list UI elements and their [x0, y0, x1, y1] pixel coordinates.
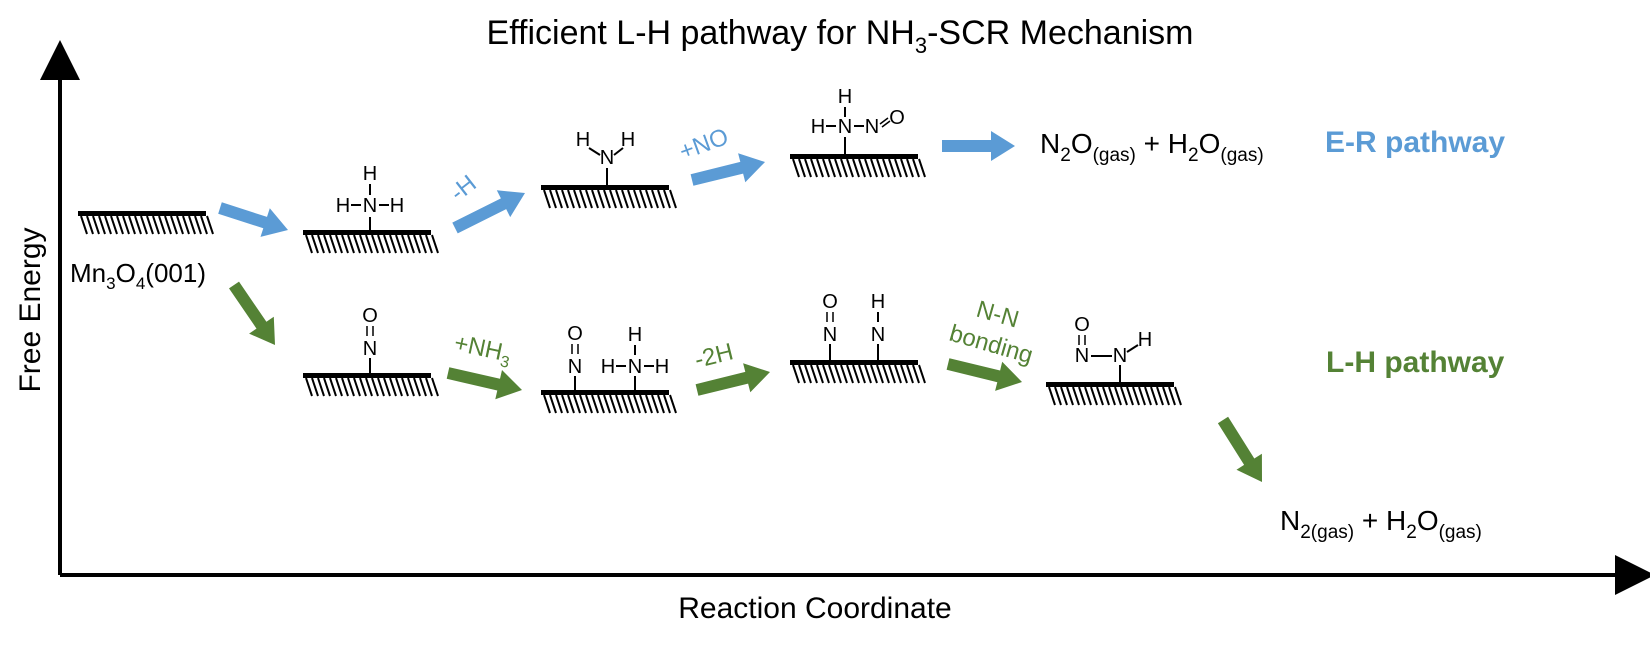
- er-step1-label: -H: [445, 170, 482, 207]
- atom-n: N: [363, 338, 377, 360]
- lh-step2-label: -2H: [692, 338, 736, 374]
- atom-o: O: [889, 107, 905, 129]
- surface-lh-no: [303, 373, 439, 397]
- er-arrow-4: [942, 131, 1015, 161]
- atom-n: N: [628, 356, 642, 378]
- atom-o: O: [362, 305, 378, 327]
- atom-o: O: [1074, 314, 1090, 336]
- atom-h: H: [628, 324, 642, 346]
- atom-o: O: [567, 323, 583, 345]
- lh-pathway-label: L-H pathway: [1326, 346, 1505, 379]
- er-adsorbed-nh2: N H H: [576, 129, 635, 185]
- er-adsorbed-nh2no: N H H N O: [811, 86, 905, 156]
- er-arrows: [218, 131, 1015, 237]
- atom-h: H: [655, 356, 669, 378]
- atom-n: N: [871, 324, 885, 346]
- atom-h: H: [621, 129, 635, 151]
- atom-h: H: [1138, 329, 1152, 351]
- lh-arrow-1: [229, 281, 275, 345]
- diagram-title: Efficient L-H pathway for NH3-SCR Mechan…: [487, 14, 1194, 58]
- lh-arrow-5: [1217, 416, 1262, 482]
- lh-arrow-2: [446, 367, 522, 400]
- atom-h: H: [601, 356, 615, 378]
- x-axis-label: Reaction Coordinate: [678, 592, 952, 625]
- er-step2-label: +NO: [676, 123, 732, 165]
- lh-adsorbed-onnh: O N N H: [1074, 314, 1152, 382]
- atom-h: H: [390, 195, 404, 217]
- atom-o: O: [822, 291, 838, 313]
- atom-h: H: [363, 163, 377, 185]
- atom-n: N: [865, 116, 879, 138]
- er-adsorbed-nh3: N H H H: [336, 163, 404, 232]
- lh-adsorbed-no-nh3: O N H N H H: [567, 323, 669, 390]
- surface-lh-no-nh3: [541, 390, 677, 414]
- atom-n: N: [1075, 345, 1089, 367]
- surface-er-nh2no: [790, 154, 926, 178]
- atom-h: H: [576, 129, 590, 151]
- lh-adsorbed-no: O N: [362, 305, 378, 373]
- er-arrow-1: [218, 202, 288, 237]
- surface-lh-no-nh: [790, 360, 926, 384]
- lh-adsorbed-no-nh: O N H N: [822, 291, 885, 360]
- surface-slabs: [78, 154, 1182, 414]
- atom-n: N: [568, 356, 582, 378]
- atom-n: N: [823, 324, 837, 346]
- atom-n: N: [363, 195, 377, 217]
- er-product: N2O(gas) + H2O(gas): [1040, 128, 1264, 166]
- er-arrow-2: [452, 190, 525, 234]
- lh-product: N2(gas) + H2O(gas): [1280, 505, 1482, 543]
- lh-arrow-4: [946, 358, 1022, 391]
- er-pathway-label: E-R pathway: [1325, 126, 1505, 159]
- atom-n: N: [600, 147, 614, 169]
- atom-h: H: [838, 86, 852, 108]
- lh-arrows: [229, 281, 1262, 482]
- atom-h: H: [871, 291, 885, 313]
- y-axis-label: Free Energy: [14, 227, 47, 392]
- atom-n: N: [1113, 345, 1127, 367]
- lh-arrow-3: [695, 363, 770, 396]
- start-surface-label: Mn3O4(001): [70, 258, 206, 293]
- lh-step1-label: +NH3: [451, 329, 514, 371]
- surface-er-nh2: [541, 185, 677, 209]
- surface-lh-onnh: [1046, 382, 1182, 406]
- er-arrow-3: [690, 153, 765, 186]
- atom-h: H: [811, 116, 825, 138]
- atom-h: H: [336, 195, 350, 217]
- surface-clean: [78, 211, 214, 235]
- atom-n: N: [838, 116, 852, 138]
- surface-er-nh3: [303, 230, 439, 254]
